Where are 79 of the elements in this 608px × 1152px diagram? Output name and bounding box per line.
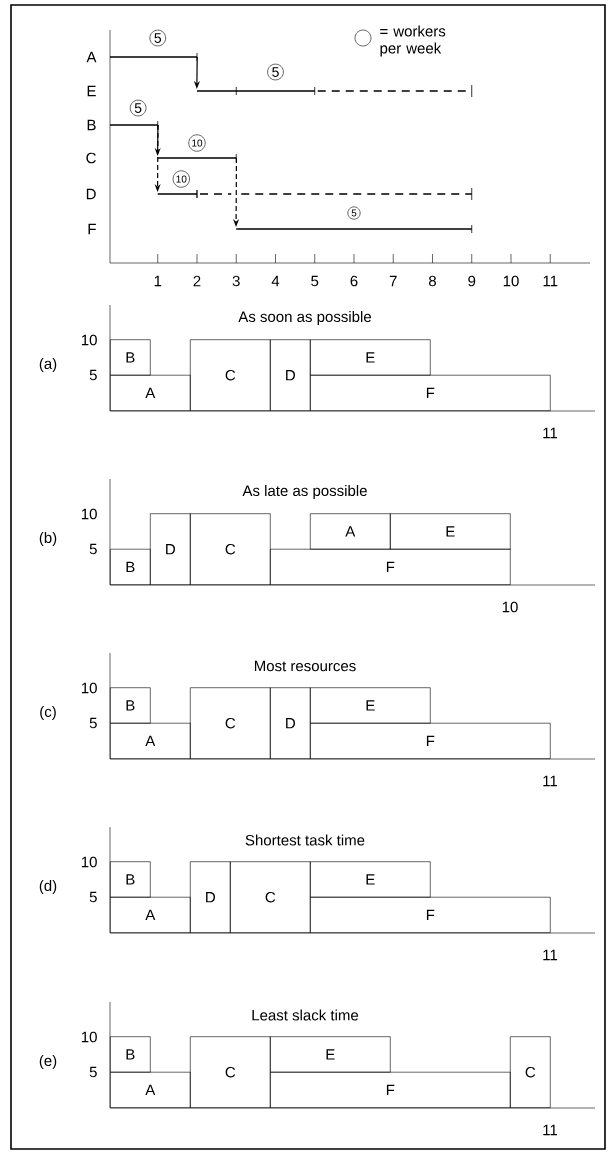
- task-box: A: [110, 1071, 191, 1108]
- panel-title: As late as possible: [242, 485, 367, 499]
- tick-label: 7: [389, 275, 397, 287]
- task-box: E: [310, 339, 431, 376]
- task-box: F: [270, 548, 511, 585]
- task-box: B: [110, 339, 151, 376]
- task-box: F: [310, 722, 551, 759]
- task-box: C: [190, 1036, 271, 1108]
- tick-label: 6: [350, 275, 358, 287]
- panel-title: Least slack time: [252, 1009, 359, 1021]
- axis-label: 10: [81, 508, 97, 520]
- panel-letter: (b): [39, 532, 57, 546]
- axis-label: 11: [543, 427, 558, 439]
- task-box: D: [270, 687, 311, 759]
- panel-letter: (c): [40, 706, 56, 720]
- axis-label: 10: [81, 856, 97, 868]
- axis-label: 10: [81, 682, 97, 694]
- axis-label: 11: [543, 949, 558, 961]
- axis-label: 5: [89, 891, 97, 903]
- tick-label: 4: [271, 275, 280, 287]
- panel-title: Most resources: [254, 660, 356, 672]
- tick-label: 11: [543, 275, 558, 287]
- task-letter: A: [86, 51, 97, 63]
- worker-count: 5: [149, 29, 166, 47]
- axis-label: 11: [543, 775, 558, 787]
- tick-label: 9: [468, 275, 476, 287]
- task-box: A: [110, 374, 191, 411]
- worker-count: 5: [129, 99, 147, 117]
- task-box: F: [310, 374, 551, 411]
- task-box: E: [270, 1036, 391, 1073]
- task-box: C: [190, 687, 271, 759]
- task-box: A: [310, 513, 391, 550]
- tick-label: 3: [232, 275, 240, 287]
- tick-label: 5: [311, 275, 319, 287]
- axis-label: 10: [81, 334, 97, 346]
- task-letter: D: [86, 188, 96, 200]
- axis-label: 5: [89, 1066, 97, 1078]
- task-box: D: [270, 339, 311, 411]
- task-box: E: [310, 687, 431, 724]
- tick-label: 2: [193, 275, 201, 287]
- worker-count: 5: [267, 63, 284, 81]
- task-box: C: [190, 339, 271, 411]
- task-box: B: [110, 1036, 151, 1073]
- task-letter: B: [87, 119, 96, 131]
- axis-label: 5: [89, 717, 97, 729]
- task-box: F: [270, 1071, 511, 1108]
- worker-count: 5: [347, 206, 361, 220]
- legend-text: = workers per week: [380, 25, 446, 57]
- task-box: B: [110, 687, 151, 724]
- task-letter: C: [86, 152, 96, 164]
- axis-label: 10: [502, 601, 518, 613]
- task-box: A: [110, 722, 191, 759]
- panel-letter: (d): [39, 880, 57, 894]
- task-box: C: [510, 1036, 551, 1108]
- task-box: E: [390, 513, 511, 550]
- tick-label: 1: [154, 275, 162, 287]
- axis-label: 10: [81, 1031, 97, 1043]
- panel-letter: (e): [39, 1055, 57, 1069]
- axis-label: 5: [89, 369, 97, 381]
- task-letter: E: [87, 85, 96, 97]
- tick-label: 10: [503, 275, 519, 287]
- worker-count: 10: [188, 134, 206, 152]
- task-box: C: [230, 861, 311, 933]
- task-letter: F: [88, 223, 96, 235]
- task-box: B: [110, 548, 151, 585]
- task-box: B: [110, 861, 151, 898]
- axis-label: 11: [543, 1124, 558, 1136]
- task-box: D: [190, 861, 231, 933]
- panel-title: As soon as possible: [238, 311, 371, 325]
- task-box: A: [110, 896, 191, 933]
- tick-label: 8: [429, 275, 436, 287]
- task-box: D: [150, 513, 191, 585]
- task-box: E: [310, 861, 431, 898]
- panel-title: Shortest task time: [245, 834, 365, 846]
- worker-count: 10: [172, 170, 190, 188]
- task-box: F: [310, 896, 551, 933]
- panel-letter: (a): [39, 358, 57, 372]
- axis-label: 5: [89, 543, 97, 555]
- task-box: C: [190, 513, 271, 585]
